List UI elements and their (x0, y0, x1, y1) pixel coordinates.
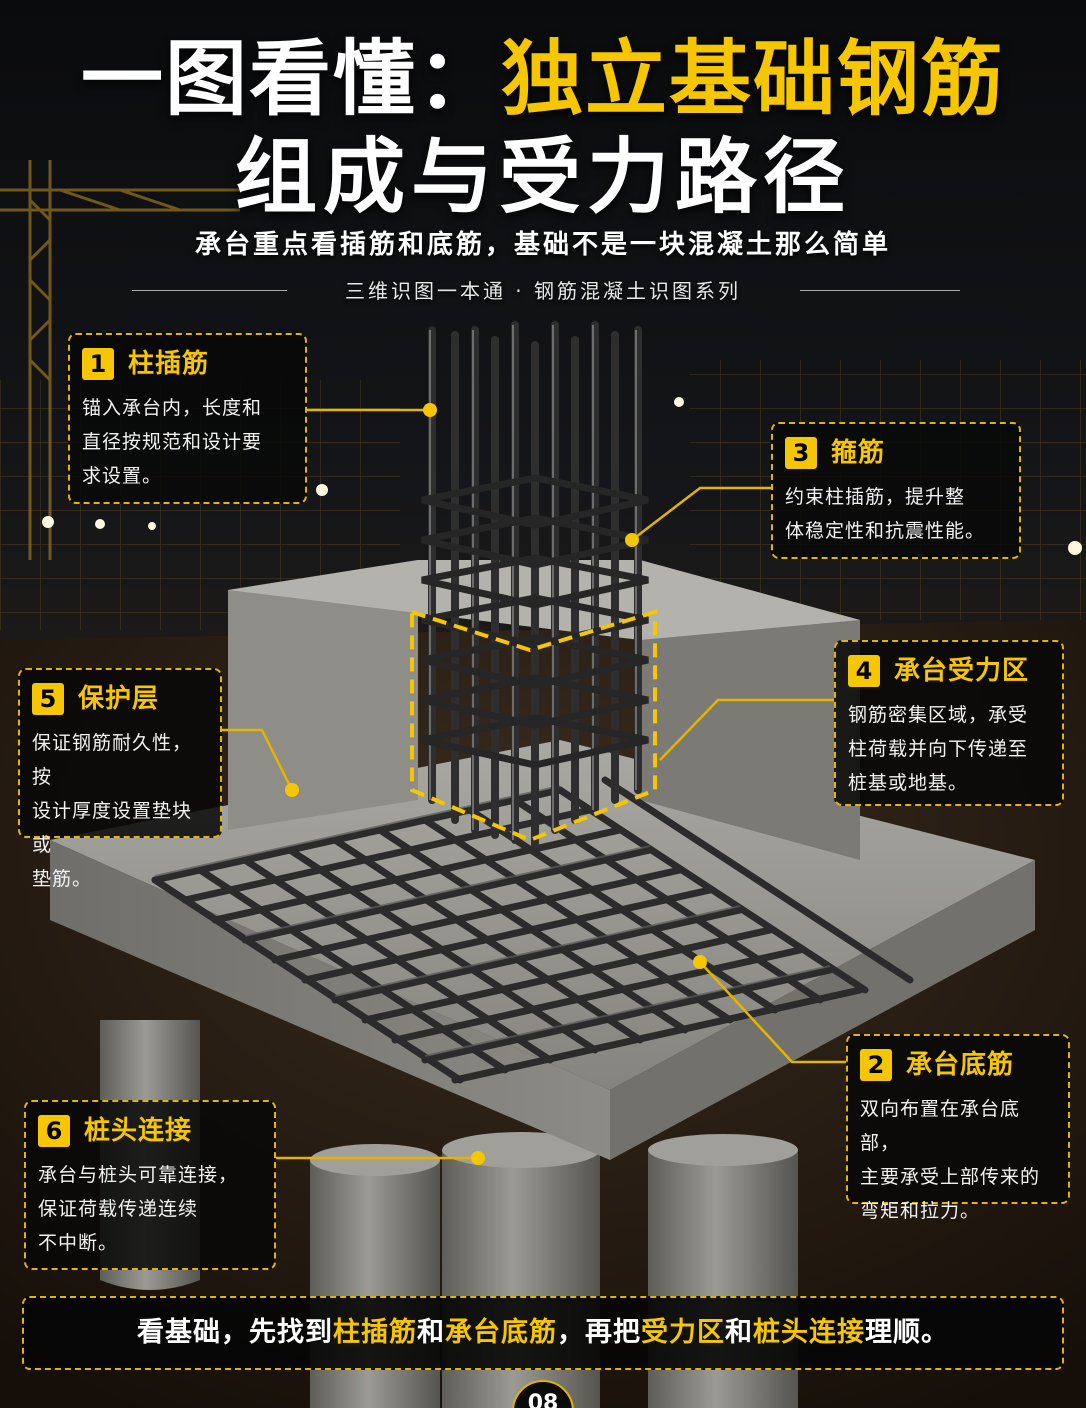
callout-line: 主要承受上部传来的 (860, 1166, 1041, 1188)
title-highlight: 独立基础钢筋 (501, 32, 1006, 127)
callout-body: 承台与桩头可靠连接， 保证荷载传递连续 不中断。 (38, 1158, 262, 1260)
callout-column-dowels: 1 柱插筋 锚入承台内，长度和 直径按规范和设计要 求设置。 (68, 333, 307, 504)
callout-line: 桩基或地基。 (848, 772, 969, 794)
callout-title: 桩头连接 (84, 1116, 193, 1146)
callout-line: 保证钢筋耐久性，按 (32, 732, 193, 788)
callout-line: 承台与桩头可靠连接， (38, 1164, 239, 1186)
callout-line: 弯矩和拉力。 (860, 1200, 981, 1222)
callout-cover: 5 保护层 保证钢筋耐久性，按 设计厚度设置垫块或 垫筋。 (18, 668, 222, 890)
callout-body: 钢筋密集区域，承受 柱荷载并向下传递至 桩基或地基。 (848, 698, 1050, 800)
callout-line: 钢筋密集区域，承受 (848, 704, 1029, 726)
callout-number: 2 (860, 1049, 892, 1081)
summary-highlight: 受力区 (641, 1317, 725, 1348)
callout-line: 求设置。 (82, 465, 163, 487)
callout-line: 垫筋。 (32, 868, 93, 890)
subtitle: 承台重点看插筋和底筋，基础不是一块混凝土那么简单 (194, 230, 891, 260)
callout-line: 直径按规范和设计要 (82, 431, 263, 453)
summary-highlight: 桩头连接 (753, 1317, 865, 1348)
callout-line: 不中断。 (38, 1232, 119, 1254)
callout-line: 柱荷载并向下传递至 (848, 738, 1029, 760)
callout-line: 约束柱插筋，提升整 (785, 486, 966, 508)
callout-line: 锚入承台内，长度和 (82, 397, 263, 419)
callout-number: 4 (848, 655, 880, 687)
summary-bar: 看基础，先找到柱插筋和承台底筋，再把受力区和桩头连接理顺。 (22, 1296, 1064, 1370)
callout-body: 双向布置在承台底部， 主要承受上部传来的 弯矩和拉力。 (860, 1092, 1056, 1228)
callout-number: 6 (38, 1115, 70, 1147)
callout-title: 承台底筋 (906, 1050, 1015, 1080)
page-title-line2: 组成与受力路径 (234, 130, 851, 225)
callout-line: 保证荷载传递连续 (38, 1198, 199, 1220)
callout-title: 柱插筋 (128, 349, 210, 379)
callout-line: 设计厚度设置垫块或 (32, 800, 193, 856)
series-rule-left (132, 290, 287, 291)
callout-pile-head: 6 桩头连接 承台与桩头可靠连接， 保证荷载传递连续 不中断。 (24, 1100, 276, 1270)
series-line: 三维识图一本通 · 钢筋混凝土识图系列 (0, 276, 1086, 306)
summary-highlight: 承台底筋 (445, 1317, 557, 1348)
callout-body: 保证钢筋耐久性，按 设计厚度设置垫块或 垫筋。 (32, 726, 208, 896)
callout-load-zone: 4 承台受力区 钢筋密集区域，承受 柱荷载并向下传递至 桩基或地基。 (834, 640, 1064, 806)
callout-body: 锚入承台内，长度和 直径按规范和设计要 求设置。 (82, 391, 293, 493)
summary-part: 和 (725, 1317, 753, 1348)
series-rule-right (800, 290, 960, 291)
callout-title: 承台受力区 (894, 656, 1030, 686)
callout-line: 体稳定性和抗震性能。 (785, 520, 986, 542)
summary-part: 看基础，先找到 (137, 1317, 333, 1348)
title-prefix: 一图看懂： (80, 32, 501, 127)
callout-title: 保护层 (78, 684, 160, 714)
series-text: 三维识图一本通 · 钢筋混凝土识图系列 (344, 279, 742, 303)
callout-number: 1 (82, 348, 114, 380)
callout-number: 3 (785, 437, 817, 469)
summary-part: 理顺。 (865, 1317, 949, 1348)
callout-body: 约束柱插筋，提升整 体稳定性和抗震性能。 (785, 480, 1007, 548)
callout-number: 5 (32, 683, 64, 715)
callout-stirrups: 3 箍筋 约束柱插筋，提升整 体稳定性和抗震性能。 (771, 422, 1021, 559)
summary-part: 和 (417, 1317, 445, 1348)
page-title: 一图看懂：独立基础钢筋 (0, 30, 1086, 130)
summary-part: ，再把 (557, 1317, 641, 1348)
callout-bottom-bars: 2 承台底筋 双向布置在承台底部， 主要承受上部传来的 弯矩和拉力。 (846, 1034, 1070, 1222)
summary-text: 看基础，先找到柱插筋和承台底筋，再把受力区和桩头连接理顺。 (24, 1298, 1062, 1368)
callout-title: 箍筋 (831, 438, 886, 468)
summary-highlight: 柱插筋 (333, 1317, 417, 1348)
callout-line: 双向布置在承台底部， (860, 1098, 1021, 1154)
